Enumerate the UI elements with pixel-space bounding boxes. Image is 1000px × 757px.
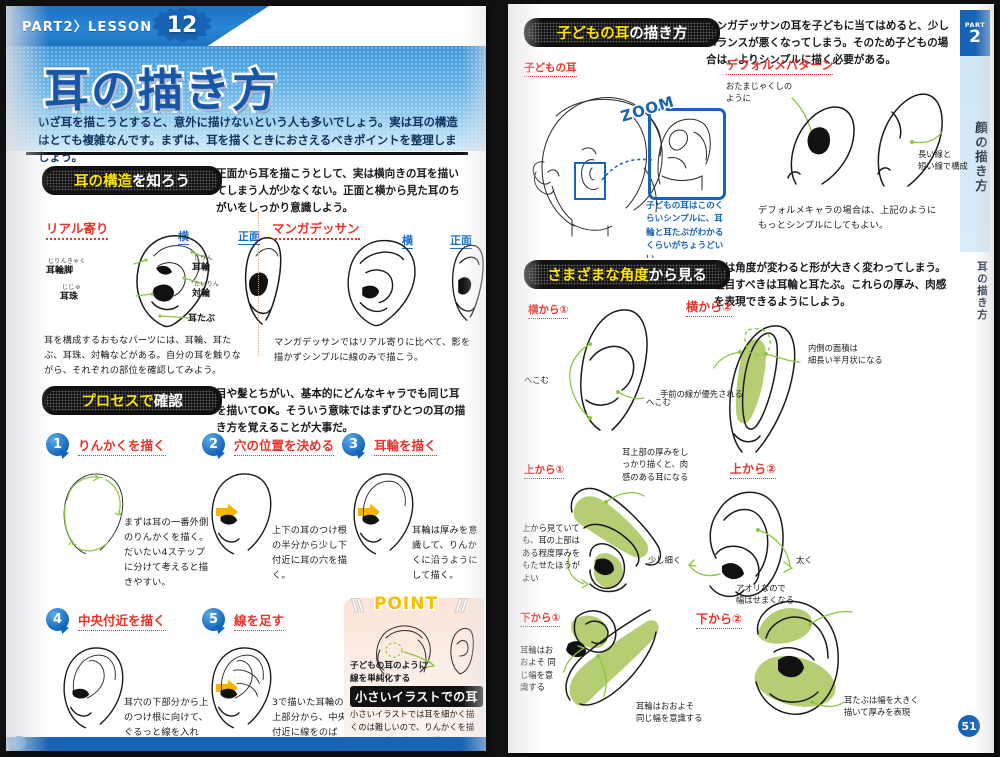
anno-bottom1-helix-width: 耳輪はおおよそ 同じ幅を意識する [636, 701, 703, 724]
page-number: 51 [958, 715, 980, 737]
anno-bottom1-a: 耳輪はおおよそ 同じ幅を意識する [520, 645, 556, 693]
manga-ear-side-illustration [347, 239, 416, 327]
step-label-4: 中央付近を描く [78, 610, 166, 631]
step-number-3: 3 [342, 433, 365, 456]
section-heading-angles: さまざまな角度から見る [524, 260, 730, 289]
heading-white: を知ろう [132, 174, 190, 190]
heading-white-2: 確認 [153, 394, 183, 410]
heading-white-4: から見る [648, 268, 707, 284]
bottom-band [6, 737, 486, 751]
ear-view-side2-illustration [713, 325, 801, 453]
section-heading-child-ear: 子どもの耳の描き方 [524, 18, 720, 47]
step-label-3: 耳輪を描く [374, 435, 437, 456]
deform-ear-illustrations [787, 93, 943, 187]
left-page: PART2〉LESSON 12 耳の描き方 いざ耳を描こうとすると、意外に描けな… [6, 6, 486, 751]
column-divider [258, 212, 259, 356]
bottom-dot [12, 736, 26, 750]
step5-lines-illustration [211, 647, 272, 729]
anno-top2-thin: 少し細く [648, 555, 682, 565]
point-slash-left: \\ [351, 595, 364, 615]
heading-white-3: の描き方 [629, 26, 688, 42]
right-page: PART 2 顔の描き方 耳の描き方 子どもの耳の描き方 マンガデッサンの耳を子… [508, 4, 994, 753]
page-title: 耳の描き方 [41, 62, 280, 120]
step2-hole-illustration [211, 473, 272, 555]
subhead-child-ear: 子どもの耳 [524, 60, 577, 77]
lesson-number: 12 [166, 13, 198, 38]
point-title: POINT [372, 593, 439, 616]
step-caption-1: まずは耳の一番外側のりんかくを描く。だいたい4ステップに分けて考えると描きやすい… [124, 517, 209, 588]
view-label-bottom-2: 下から② [696, 610, 743, 629]
section-heading-structure: 耳の構造を知ろう [42, 166, 222, 195]
anno-side2-inner-area: 内側の面積は 細長い半月状になる [808, 343, 883, 366]
step-label-1: りんかくを描く [78, 435, 166, 456]
subhead-deform-pattern: デフォルメパターン [726, 56, 834, 75]
view-label-top-1: 上から① [524, 462, 565, 479]
step3-helix-illustration [353, 473, 414, 555]
realistic-ear-front-illustration [244, 237, 282, 325]
step-caption-3: 耳輪は厚みを意識して、りんかくに沿うようにして描く。 [412, 525, 478, 581]
anno-lines-composition: 長い線と 短い線で構成 [918, 149, 968, 172]
side-tab-part-number: 2 [969, 26, 981, 47]
anno-top1-flesh: 耳上部の厚みをしっかり描くと、肉感のある耳になる [622, 447, 689, 482]
step-number-1: 1 [46, 433, 69, 456]
step-label-5: 線を足す [234, 610, 285, 631]
section-lead-process: 目や髪とちがい、基本的にどんなキャラでも同じ耳を描いてOK。そういう意味ではまず… [216, 388, 466, 434]
step1-outline-illustration [63, 473, 124, 555]
section-lead-angles: 耳は角度が変わると形が大きく変わってしまう。注目すべきは耳輪と耳たぶ。これらの厚… [714, 262, 947, 308]
part-label-tairin: 対輪 [192, 289, 211, 299]
anno-side2-front-line: 手前の線が優先される [660, 389, 743, 399]
zoomed-child-ear-illustration [657, 118, 711, 191]
side-tab-lesson: 耳の描き方 [960, 254, 990, 324]
point-caption: 子どもの耳のように 線を単純化する [350, 661, 428, 685]
header-rule [26, 152, 468, 155]
step-number-2: 2 [202, 433, 225, 456]
part-label-jiju: 耳珠 [60, 292, 79, 302]
view-label-side-2: 横から② [686, 298, 733, 317]
part-label-jirinkyaku: 耳輪脚 [46, 266, 74, 276]
title-hero: 耳の描き方 いざ耳を描こうとすると、意外に描けないという人も多いでしょう。実は耳… [6, 46, 486, 164]
simplified-ear-illustration [450, 628, 474, 675]
manga-ear-front-illustration [451, 244, 484, 321]
zoom-caption: 子どもの耳はこのくらいシンプルに、耳輪と耳たぶがわかるくらいがちょうどいい。 [646, 201, 724, 264]
caption-realistic: 耳を構成するおもなパーツには、耳輪、耳たぶ、耳珠、対輪などがある。自分の耳を触り… [44, 335, 242, 376]
heading-yellow: 耳の構造 [74, 174, 132, 190]
page-lead: いざ耳を描こうとすると、意外に描けないという人も多いでしょう。実は耳の構造はとて… [38, 115, 458, 165]
anno-top2-thick: 太く [796, 555, 813, 565]
anno-top1-thickness: 上から見ていても、耳の上部はある程度厚みをもたせたほうがよい [522, 523, 581, 583]
section-lead-structure: 正面から耳を描こうとして、実は横向きの耳を描いてしまう人が少なくない。正面と横か… [216, 168, 460, 214]
step4-center-illustration [63, 647, 124, 729]
heading-yellow-3: 子どもの耳 [556, 26, 630, 42]
view-label-top-2: 上から② [730, 460, 777, 479]
subhead-realistic: リアル寄り [46, 218, 109, 240]
part-label-earlobe: 耳たぶ [188, 314, 216, 324]
step-label-2: 穴の位置を決める [234, 435, 335, 456]
lesson-number-burst: 12 [152, 7, 212, 47]
lesson-label: PART2〉LESSON [22, 20, 153, 35]
step-number-5: 5 [202, 608, 225, 631]
anno-bottom2-lobe-width: 耳たぶは幅を大きく 描いて厚みを表現 [844, 695, 919, 718]
point-slash-right: // [455, 595, 468, 615]
heading-yellow-2: プロセスで [81, 394, 154, 410]
heading-yellow-4: さまざまな角度 [547, 268, 649, 284]
section-heading-process: プロセスで確認 [42, 386, 222, 415]
deform-caption: デフォルメキャラの場合は、上記のようにもっとシンプルにしてもよい。 [758, 205, 937, 231]
side-tab-part: PART 2 [960, 10, 990, 56]
part-label-jirin: 耳輪 [192, 263, 211, 273]
step-number-4: 4 [46, 608, 69, 631]
point-subtitle: 小さいイラストでの耳 [350, 686, 483, 707]
caption-manga: マンガデッサンではリアル寄りに比べて、影を描かずシンプルに線のみで描こう。 [274, 337, 471, 363]
anno-side1-a: へこむ [524, 375, 549, 385]
point-box: \\ POINT // 子どもの耳のように 線を単純化する 小さいイラストでの耳… [344, 593, 484, 750]
ear-view-side1-illustration [569, 309, 648, 431]
